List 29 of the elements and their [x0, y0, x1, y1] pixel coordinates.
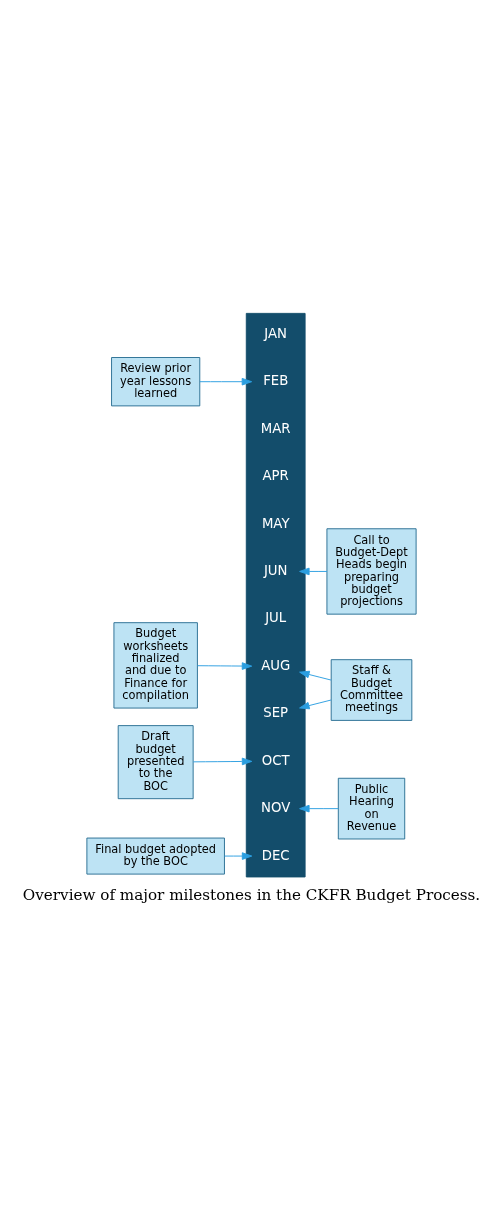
node-text: MAR — [260, 420, 291, 436]
node-text: APR — [262, 467, 289, 483]
arrow — [197, 661, 253, 670]
cluster — [245, 312, 306, 877]
node-box: Draft budget presented to the BOC — [117, 724, 194, 799]
node-box: Budget worksheets finalized and due to Finance for compilation — [113, 621, 198, 709]
arrow — [299, 804, 339, 812]
node-text: JAN — [264, 325, 288, 341]
node-text: MAY — [261, 515, 290, 531]
node-text: DEC — [261, 847, 290, 863]
arrow — [299, 699, 332, 709]
arrow — [299, 567, 328, 575]
node-text: OCT — [261, 752, 290, 768]
node-box: Call to Budget-Dept Heads begin preparing budget projections — [326, 527, 417, 615]
node-text: JUL — [265, 609, 287, 625]
arrow — [192, 757, 253, 765]
caption: Overview of major milestones in the CKFR Budget Process. — [22, 885, 481, 904]
arrow — [299, 670, 332, 680]
node-box: Public Hearing on Revenue — [337, 777, 406, 839]
node-text: AUG — [261, 657, 291, 673]
arrow — [224, 851, 253, 860]
node-text: JUN — [263, 562, 288, 578]
node-text: NOV — [261, 799, 291, 815]
arrow — [199, 377, 253, 385]
node-box: Review prior year lessons learned — [111, 356, 201, 406]
node-box: Final budget adopted by the BOC — [86, 837, 225, 875]
node-text: SEP — [263, 704, 289, 720]
node-box: Staff & Budget Committee meetings — [330, 658, 413, 721]
node-text: FEB — [263, 372, 289, 388]
